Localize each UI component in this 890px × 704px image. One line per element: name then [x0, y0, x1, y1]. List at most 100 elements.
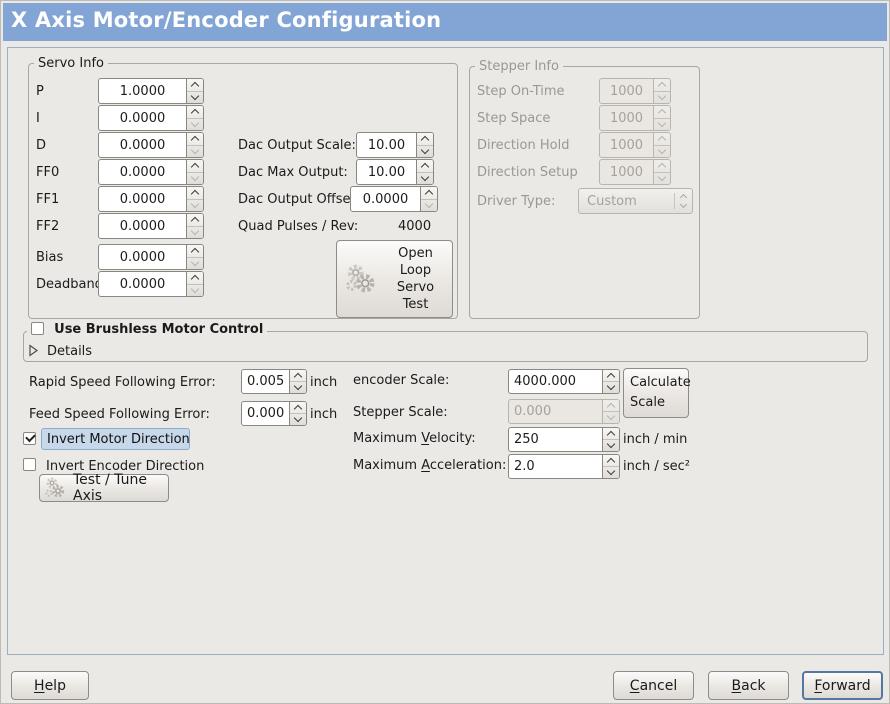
- spin-down-button[interactable]: [187, 145, 203, 158]
- help-button[interactable]: Help: [11, 671, 89, 700]
- bias-input[interactable]: [99, 245, 186, 269]
- direction-hold-label: Direction Hold: [477, 138, 570, 153]
- use-brushless-label: Use Brushless Motor Control: [54, 322, 264, 337]
- spin-up-button[interactable]: [187, 245, 203, 258]
- details-expander-label[interactable]: Details: [47, 344, 93, 359]
- p-input[interactable]: [99, 79, 186, 103]
- step-space-label: Step Space: [477, 111, 551, 126]
- spin-down-button[interactable]: [421, 199, 437, 212]
- spin-up-button[interactable]: [603, 428, 619, 440]
- spin-down-button[interactable]: [187, 199, 203, 212]
- spin-up-button[interactable]: [421, 187, 437, 200]
- ff0-label: FF0: [36, 165, 60, 180]
- test-tune-axis-button[interactable]: Test / Tune Axis: [39, 472, 169, 504]
- spin-up-button[interactable]: [187, 214, 203, 227]
- spin-up-button[interactable]: [417, 133, 433, 146]
- open-loop-button-label: Open Loop Servo Test: [396, 246, 435, 312]
- step-space-input: [600, 106, 653, 130]
- spin-up-button[interactable]: [290, 370, 306, 382]
- brushless-legend: Use Brushless Motor Control: [27, 322, 268, 337]
- spin-down-button[interactable]: [187, 226, 203, 239]
- encoder-scale-spinbox: [508, 369, 620, 394]
- checkmark-icon: [25, 431, 36, 443]
- spin-down-button[interactable]: [187, 172, 203, 185]
- page-title: X Axis Motor/Encoder Configuration: [11, 8, 442, 32]
- spin-down-button[interactable]: [603, 466, 619, 478]
- dac-output-scale-spin: [416, 133, 433, 157]
- spin-down-button[interactable]: [187, 284, 203, 297]
- d-spin: [186, 133, 203, 157]
- deadband-input[interactable]: [99, 272, 186, 296]
- spin-down-button[interactable]: [187, 257, 203, 270]
- max-velocity-input[interactable]: [509, 428, 602, 451]
- spin-up-button: [603, 400, 619, 412]
- direction-hold-spin: [653, 133, 670, 157]
- feed-following-error-input[interactable]: [242, 402, 289, 425]
- ff2-input[interactable]: [99, 214, 186, 238]
- use-brushless-checkbox[interactable]: [31, 322, 44, 335]
- dac-output-offset-spinbox: [350, 186, 438, 212]
- max-velocity-spin: [602, 428, 619, 451]
- i-input[interactable]: [99, 106, 186, 130]
- max-acceleration-spinbox: [508, 454, 620, 479]
- stepper-scale-label: Stepper Scale:: [353, 405, 448, 420]
- expander-triangle-icon[interactable]: [28, 344, 39, 357]
- d-input[interactable]: [99, 133, 186, 157]
- servo-info-frame: [28, 63, 458, 319]
- spin-up-button[interactable]: [603, 370, 619, 382]
- dac-max-output-input[interactable]: [357, 160, 416, 184]
- content-panel: [7, 47, 884, 655]
- ff2-label: FF2: [36, 219, 60, 234]
- ff1-input[interactable]: [99, 187, 186, 211]
- combo-separator: [674, 192, 675, 210]
- spin-up-button[interactable]: [187, 187, 203, 200]
- invert-encoder-checkbox[interactable]: [23, 458, 36, 471]
- ff0-input[interactable]: [99, 160, 186, 184]
- invert-motor-checkbox[interactable]: [23, 431, 36, 445]
- ff1-label: FF1: [36, 192, 60, 207]
- spin-up-button[interactable]: [187, 272, 203, 285]
- invert-motor-label[interactable]: Invert Motor Direction: [41, 428, 190, 450]
- ff0-spinbox: [98, 159, 204, 185]
- spin-down-button[interactable]: [187, 91, 203, 104]
- title-bar: X Axis Motor/Encoder Configuration: [3, 3, 887, 41]
- forward-button-label: Forward: [814, 677, 871, 694]
- brushless-frame: [23, 331, 868, 362]
- d-label: D: [36, 138, 47, 153]
- cancel-button[interactable]: Cancel: [613, 671, 694, 700]
- dac-output-offset-input[interactable]: [351, 187, 420, 211]
- spin-down-button[interactable]: [290, 413, 306, 425]
- spin-down-button[interactable]: [417, 172, 433, 185]
- spin-up-button[interactable]: [417, 160, 433, 173]
- spin-up-button[interactable]: [187, 160, 203, 173]
- dac-max-output-label: Dac Max Output:: [238, 165, 348, 180]
- spin-up-button[interactable]: [603, 455, 619, 467]
- step-space-spin: [653, 106, 670, 130]
- spin-down-button[interactable]: [187, 118, 203, 131]
- calculate-scale-button[interactable]: Calculate Scale: [623, 368, 691, 418]
- p-spinbox: [98, 78, 204, 104]
- dac-output-scale-input[interactable]: [357, 133, 416, 157]
- spin-down-button[interactable]: [417, 145, 433, 158]
- spin-up-button[interactable]: [187, 133, 203, 146]
- quad-pulses-value: 4000: [398, 219, 432, 234]
- forward-button[interactable]: Forward: [802, 671, 883, 700]
- servo-info-legend: Servo Info: [34, 56, 108, 71]
- spin-up-button[interactable]: [187, 106, 203, 119]
- gears-icon: [346, 264, 375, 293]
- open-loop-servo-test-button[interactable]: Open Loop Servo Test: [336, 240, 453, 318]
- invert-encoder-label[interactable]: Invert Encoder Direction: [46, 459, 205, 474]
- spin-down-button[interactable]: [603, 381, 619, 393]
- rapid-following-error-input[interactable]: [242, 370, 289, 393]
- spin-up-button[interactable]: [187, 79, 203, 92]
- spin-down-button[interactable]: [290, 381, 306, 393]
- encoder-scale-input[interactable]: [509, 370, 602, 393]
- spin-down-button[interactable]: [603, 439, 619, 451]
- max-acceleration-input[interactable]: [509, 455, 602, 478]
- spin-up-button[interactable]: [290, 402, 306, 414]
- max-velocity-label: Maximum Velocity:: [353, 431, 476, 446]
- back-button[interactable]: Back: [708, 671, 789, 700]
- step-on-time-input: [600, 79, 653, 103]
- direction-setup-spin: [653, 160, 670, 184]
